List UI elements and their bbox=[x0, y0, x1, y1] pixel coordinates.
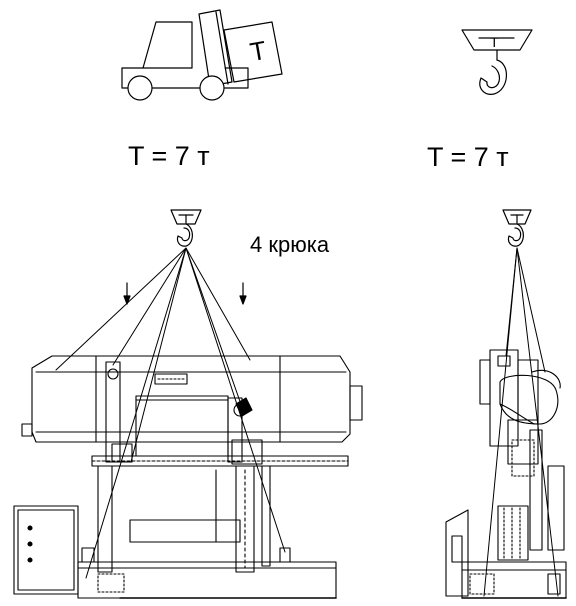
bandsaw-side-view bbox=[445, 349, 567, 599]
forklift-load-letter: T bbox=[248, 35, 269, 67]
crane-capacity-label: T = 7 т bbox=[427, 142, 509, 172]
down-arrow-left-icon bbox=[123, 282, 131, 305]
crane-hook-icon: T bbox=[461, 29, 533, 95]
hooks-count-label: 4 крюка bbox=[250, 232, 330, 257]
forklift-capacity-label: T = 7 т bbox=[128, 141, 210, 171]
bandsaw-front-view bbox=[13, 355, 363, 599]
sling-lines-front bbox=[55, 247, 286, 579]
down-arrow-right-icon bbox=[239, 282, 247, 305]
crane-hook-block-letter: T bbox=[490, 34, 499, 50]
hook-front-view-icon bbox=[170, 209, 202, 247]
forklift-wheel-front-icon bbox=[127, 75, 153, 101]
forklift-wheel-rear-icon bbox=[199, 75, 225, 101]
forklift-icon: T bbox=[121, 9, 283, 101]
hook-side-view-icon bbox=[502, 209, 532, 247]
